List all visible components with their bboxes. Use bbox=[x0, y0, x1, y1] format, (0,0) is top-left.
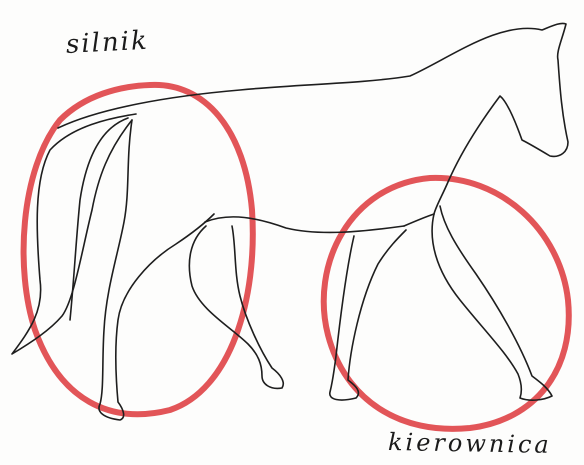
horse-hind-leg-back bbox=[99, 120, 214, 420]
horse-front-leg-back bbox=[330, 230, 406, 400]
horse-chest-outline bbox=[404, 214, 434, 226]
horse-front-leg-front bbox=[432, 206, 552, 400]
steering-wheel-label: kierownica bbox=[388, 428, 552, 459]
horse-tail-inner bbox=[70, 118, 128, 320]
horse-hind-leg-front bbox=[189, 226, 283, 388]
engine-label: silnik bbox=[65, 26, 149, 60]
horse-belly-outline bbox=[205, 217, 404, 233]
steering-wheel-circle bbox=[324, 178, 569, 429]
engine-circle bbox=[24, 85, 253, 414]
